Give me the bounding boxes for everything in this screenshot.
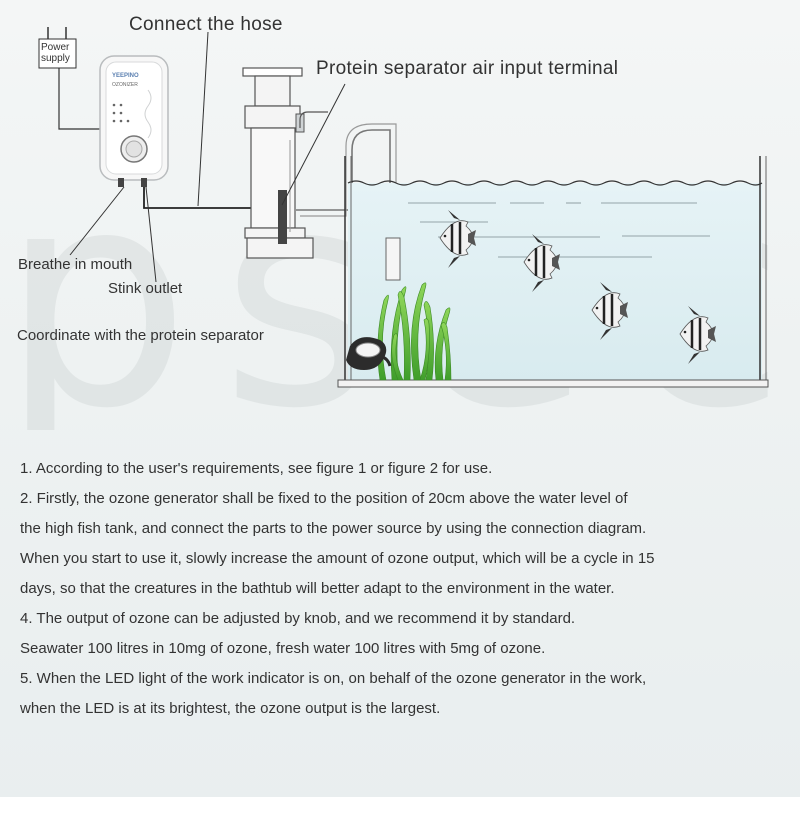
breathe-label: Breathe in mouth	[18, 256, 133, 273]
instruction-line: days, so that the creatures in the batht…	[20, 580, 615, 597]
power-supply-label: Power supply	[41, 42, 70, 64]
device-brand: YEEPINO	[112, 73, 139, 79]
angelfish-4	[679, 306, 716, 364]
instruction-line: Seawater 100 litres in 10mg of ozone, fr…	[20, 640, 546, 657]
instruction-line: 2. Firstly, the ozone generator shall be…	[20, 490, 628, 507]
separator-label: Protein separator air input terminal	[316, 58, 619, 79]
angelfish-2	[523, 234, 560, 292]
aquarium-plants	[377, 282, 452, 381]
separator-label-leader	[281, 83, 346, 206]
stink-label: Stink outlet	[108, 280, 183, 297]
instruction-line: the high fish tank, and connect the part…	[20, 520, 647, 537]
instruction-line: 4. The output of ozone can be adjusted b…	[20, 610, 576, 627]
footer-band	[0, 797, 800, 814]
setup-diagram	[38, 27, 769, 388]
power-supply-label-line1: Power	[41, 42, 70, 53]
breathe-leader	[69, 186, 125, 256]
instruction-line: When you start to use it, slowly increas…	[20, 550, 655, 567]
coordinate-label: Coordinate with the protein separator	[17, 327, 264, 344]
instruction-line: 5. When the LED light of the work indica…	[20, 670, 647, 687]
stink-leader	[145, 186, 157, 283]
hose-line	[143, 187, 284, 209]
angelfish-3	[591, 282, 628, 340]
power-supply-label-line2: supply	[41, 53, 70, 64]
instruction-line: 1. According to the user's requirements,…	[20, 460, 493, 477]
ozonizer-device	[99, 55, 169, 187]
water-pump	[346, 337, 392, 370]
instruction-line: when the LED is at its brightest, the oz…	[20, 700, 441, 717]
instructions-text: 1. According to the user's requirements,…	[20, 454, 790, 724]
angelfish-1	[439, 210, 476, 268]
hose-label: Connect the hose	[129, 14, 283, 35]
hose-label-leader	[197, 31, 209, 207]
device-model: OZONIZER	[112, 82, 138, 88]
protein-separator	[242, 67, 397, 259]
power-supply	[38, 27, 102, 130]
